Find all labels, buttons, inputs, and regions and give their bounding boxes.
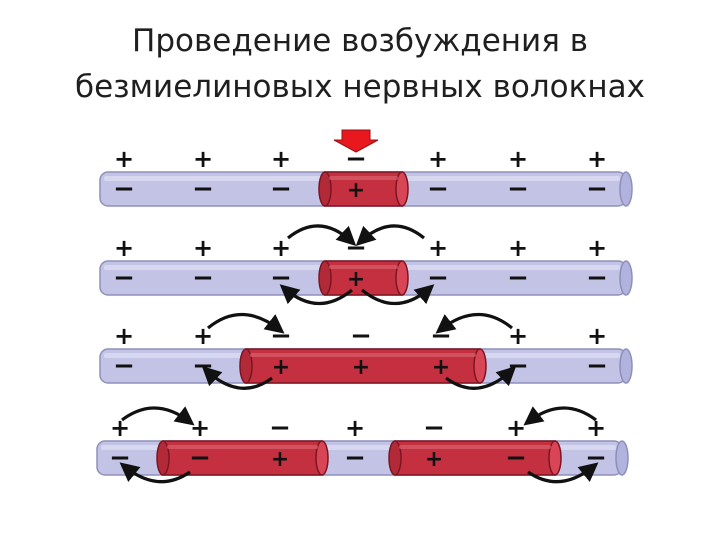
top-charge-sign: +: [587, 145, 607, 173]
top-charge-sign: +: [428, 145, 448, 173]
segment-highlight: [250, 353, 476, 357]
top-charge-sign: +: [271, 145, 291, 173]
top-charge-sign: +: [114, 322, 134, 350]
inner-charge-sign: +: [432, 355, 450, 380]
inner-charge-sign: −: [270, 263, 292, 293]
top-charge-sign: +: [587, 234, 607, 262]
segment-right-edge: [395, 260, 409, 296]
top-charge-sign: +: [190, 414, 210, 442]
segment-highlight: [329, 176, 398, 180]
nerve-fiber-3: ++−−−++−−+++−−: [99, 321, 633, 384]
local-current-arrows: [119, 224, 599, 484]
segment-right-edge: [315, 440, 329, 476]
inner-charge-sign: −: [427, 174, 449, 204]
current-arrow: [360, 284, 435, 306]
inner-charge-sign: −: [189, 443, 211, 473]
inner-charge-sign: −: [270, 174, 292, 204]
inner-charge-sign: +: [347, 267, 365, 292]
current-arrow: [435, 312, 514, 334]
top-charge-sign: +: [193, 322, 213, 350]
slide-title-line-1: Проведение возбуждения в: [132, 23, 588, 59]
nerve-fiber-4: ++−+−++−−+−+−−: [96, 413, 629, 476]
inner-charge-sign: −: [586, 174, 608, 204]
segment-highlight: [399, 445, 551, 449]
inner-charge-sign: −: [113, 351, 135, 381]
segment-left-edge: [318, 171, 332, 207]
inner-charge-sign: −: [344, 443, 366, 473]
current-arrow: [206, 312, 285, 334]
inner-charge-sign: +: [347, 178, 365, 203]
excited-segment: [318, 171, 409, 207]
segment-right-edge: [395, 171, 409, 207]
segment-left-edge: [318, 260, 332, 296]
top-charge-sign: −: [350, 321, 372, 351]
fiber-end-cap: [619, 260, 633, 296]
inner-charge-sign: −: [507, 174, 529, 204]
inner-charge-sign: −: [113, 263, 135, 293]
top-charge-sign: +: [508, 234, 528, 262]
stimulus-arrow-icon: [333, 129, 379, 153]
current-arrow: [523, 406, 597, 426]
excited-segment: [239, 348, 487, 384]
current-arrow: [121, 406, 195, 426]
fiber-end-cap: [619, 348, 633, 384]
top-charge-sign: +: [345, 414, 365, 442]
fiber-end-cap: [615, 440, 629, 476]
nerve-fiber-1: +++−+++−−−+−−−: [99, 144, 633, 207]
segment-right-edge: [548, 440, 562, 476]
fiber-end-cap: [619, 171, 633, 207]
current-arrow: [201, 366, 273, 390]
top-charge-sign: +: [271, 234, 291, 262]
slide-title: Проведение возбуждения в безмиелиновых н…: [0, 18, 720, 110]
inner-charge-sign: −: [192, 263, 214, 293]
segment-left-edge: [156, 440, 170, 476]
excited-segment: [388, 440, 562, 476]
inner-charge-sign: +: [271, 447, 289, 472]
current-arrow: [445, 366, 517, 390]
nerve-fiber-2: +++−+++−−−+−−−: [99, 233, 633, 296]
inner-charge-sign: −: [586, 263, 608, 293]
current-arrow: [527, 462, 599, 484]
segment-left-edge: [239, 348, 253, 384]
inner-charge-sign: −: [586, 351, 608, 381]
inner-charge-sign: +: [425, 447, 443, 472]
inner-charge-sign: +: [272, 355, 290, 380]
excited-segment: [156, 440, 329, 476]
inner-charge-sign: −: [507, 351, 529, 381]
top-charge-sign: −: [345, 144, 367, 174]
current-arrow: [355, 224, 426, 246]
top-charge-sign: +: [193, 234, 213, 262]
top-charge-sign: +: [508, 145, 528, 173]
inner-charge-sign: −: [505, 443, 527, 473]
current-arrow: [279, 284, 354, 306]
top-charge-sign: +: [428, 234, 448, 262]
top-charge-sign: +: [506, 414, 526, 442]
segment-left-edge: [388, 440, 402, 476]
top-charge-sign: −: [423, 413, 445, 443]
inner-charge-sign: −: [192, 174, 214, 204]
segment-highlight: [167, 445, 318, 449]
current-arrow: [119, 462, 191, 484]
current-arrow: [286, 224, 357, 246]
segment-right-edge: [473, 348, 487, 384]
inner-charge-sign: −: [113, 174, 135, 204]
top-charge-sign: +: [114, 234, 134, 262]
segment-highlight: [329, 265, 398, 269]
top-charge-sign: +: [586, 414, 606, 442]
top-charge-sign: +: [508, 322, 528, 350]
top-charge-sign: +: [193, 145, 213, 173]
top-charge-sign: −: [269, 413, 291, 443]
top-charge-sign: +: [587, 322, 607, 350]
inner-charge-sign: −: [507, 263, 529, 293]
inner-charge-sign: −: [192, 351, 214, 381]
slide-title-line-2: безмиелиновых нервных волокнах: [74, 69, 645, 105]
inner-charge-sign: +: [352, 355, 370, 380]
top-charge-sign: +: [110, 414, 130, 442]
top-charge-sign: +: [114, 145, 134, 173]
